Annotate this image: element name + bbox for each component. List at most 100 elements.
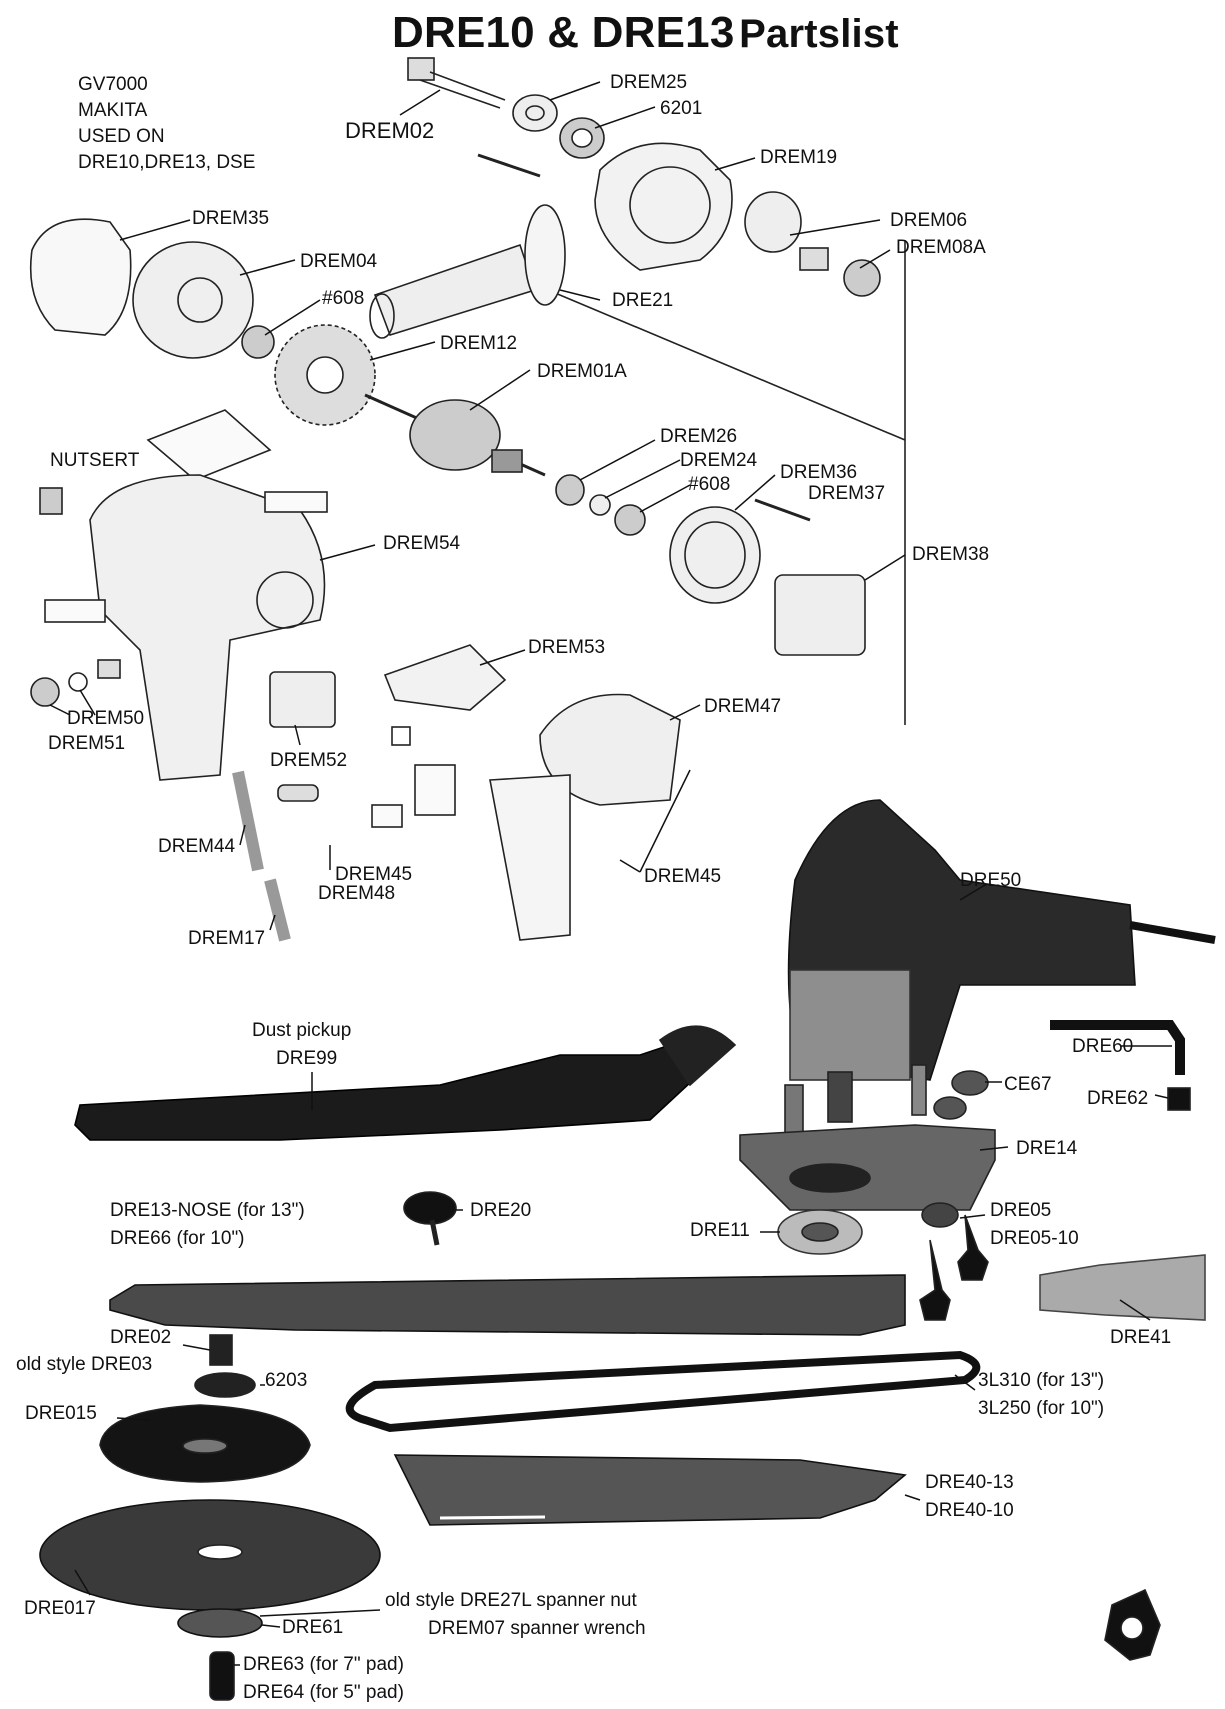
title-main: DRE10 & DRE13 xyxy=(392,8,735,57)
label-dre21: DRE21 xyxy=(612,290,674,311)
label-dre017: DRE017 xyxy=(24,1598,96,1619)
bearing-608 xyxy=(241,325,275,359)
mount-plate-bore xyxy=(789,1163,871,1193)
carbon-brush-part xyxy=(97,659,121,679)
note-line: MAKITA xyxy=(78,100,148,121)
label-bearing-6201: 6201 xyxy=(660,98,703,119)
label-dre64: DRE64 (for 5" pad) xyxy=(243,1682,404,1703)
label-ce67: CE67 xyxy=(1004,1074,1052,1095)
label-drem45-right: DREM45 xyxy=(644,866,722,887)
label-bearing-608: #608 xyxy=(322,288,365,309)
note-line: DRE10,DRE13, DSE xyxy=(78,152,256,173)
label-belt-13: 3L310 (for 13") xyxy=(978,1370,1105,1391)
polisher-photo xyxy=(787,799,1216,1123)
label-drem06: DREM06 xyxy=(890,210,968,231)
knob-part xyxy=(403,1191,457,1225)
label-sheet xyxy=(146,409,272,481)
label-dre62: DRE62 xyxy=(1087,1088,1149,1109)
strain-relief-part xyxy=(277,784,319,802)
title-suffix: Partslist xyxy=(739,12,899,56)
label-drem02: DREM02 xyxy=(345,118,435,143)
hex-key-part xyxy=(1050,1020,1185,1075)
label-dre66: DRE66 (for 10") xyxy=(110,1228,245,1249)
label-dre14: DRE14 xyxy=(1016,1138,1078,1159)
brand-logo-ring xyxy=(1120,1616,1144,1640)
bolt-part xyxy=(919,1239,951,1321)
nut-part xyxy=(951,1070,989,1096)
label-drem35: DREM35 xyxy=(192,208,270,229)
nozzle-part xyxy=(1039,1254,1206,1321)
field-bore xyxy=(684,521,746,589)
seal-hole xyxy=(525,105,545,121)
cord-guard-part xyxy=(232,770,264,872)
pin-part xyxy=(784,1084,804,1138)
note-line: GV7000 xyxy=(78,74,148,95)
assembly-guide-line xyxy=(547,289,906,441)
controller-part xyxy=(383,644,507,711)
label-drem47: DREM47 xyxy=(704,696,782,717)
field-part xyxy=(669,506,761,604)
label-dre20: DRE20 xyxy=(470,1200,532,1221)
noise-suppressor-part xyxy=(371,804,403,828)
bolt-part xyxy=(957,1214,989,1281)
screw-part xyxy=(477,153,541,178)
label-dust-pickup: Dust pickup xyxy=(252,1020,352,1041)
label-strip xyxy=(44,599,106,623)
label-nutsert: NUTSERT xyxy=(50,450,140,471)
label-drem08a: DREM08A xyxy=(896,237,986,258)
bearing-6203 xyxy=(194,1372,256,1398)
armature-part xyxy=(364,393,546,477)
cord-part xyxy=(264,878,291,942)
set-screw-part xyxy=(1167,1087,1191,1111)
pad-screw-part xyxy=(209,1651,235,1701)
connector-part xyxy=(391,726,411,746)
label-drem50: DREM50 xyxy=(67,708,145,729)
label-dre02: DRE02 xyxy=(110,1327,172,1348)
label-drem24: DREM24 xyxy=(680,450,758,471)
pin-part xyxy=(911,1064,927,1116)
gasket-part xyxy=(29,218,132,336)
label-drem26: DREM26 xyxy=(660,426,738,447)
label-strip xyxy=(264,491,328,513)
note-line: USED ON xyxy=(78,126,165,147)
label-drem01a: DREM01A xyxy=(537,361,627,382)
label-dre05-10: DRE05-10 xyxy=(990,1228,1079,1249)
label-dre11: DRE11 xyxy=(690,1220,750,1241)
spring-part xyxy=(68,672,88,692)
washer-part xyxy=(177,1608,263,1638)
bearing-hole xyxy=(571,128,593,148)
usage-note: GV7000 MAKITA USED ON DRE10,DRE13, DSE xyxy=(78,72,255,176)
ring-part xyxy=(744,191,802,253)
label-dre40-13: DRE40-13 xyxy=(925,1472,1014,1493)
label-dre40-10: DRE40-10 xyxy=(925,1500,1014,1521)
side-handle-part xyxy=(369,204,566,339)
backing-pad-hub xyxy=(182,1438,228,1454)
bushing-part xyxy=(209,1334,233,1366)
label-drem54: DREM54 xyxy=(383,533,461,554)
nose-arm-part xyxy=(109,1274,906,1336)
label-dre63: DRE63 (for 7" pad) xyxy=(243,1654,404,1675)
nut-part xyxy=(933,1096,967,1120)
label-dre015: DRE015 xyxy=(25,1403,97,1424)
bearing-608b xyxy=(614,504,646,536)
label-drem37: DREM37 xyxy=(808,483,886,504)
label-dre05: DRE05 xyxy=(990,1200,1052,1221)
dust-pickup-part xyxy=(74,1025,737,1141)
pulley-hub xyxy=(801,1222,839,1242)
bearing-box-bore xyxy=(177,277,223,323)
gear-housing-bore xyxy=(629,166,711,244)
label-dre60: DRE60 xyxy=(1072,1036,1134,1057)
switch-part xyxy=(269,671,336,728)
nutsert-part xyxy=(39,487,63,515)
sleeve-part xyxy=(799,247,829,271)
motor-housing-part xyxy=(89,474,326,781)
label-drem07: DREM07 spanner wrench xyxy=(428,1618,646,1639)
label-dre13-nose: DRE13-NOSE (for 13") xyxy=(110,1200,305,1221)
label-bearing-6203: 6203 xyxy=(265,1370,308,1391)
label-belt-10: 3L250 (for 10") xyxy=(978,1398,1105,1419)
label-dre27l: old style DRE27L spanner nut xyxy=(385,1590,637,1611)
label-dre41: DRE41 xyxy=(1110,1327,1172,1348)
label-dre61: DRE61 xyxy=(282,1617,344,1638)
